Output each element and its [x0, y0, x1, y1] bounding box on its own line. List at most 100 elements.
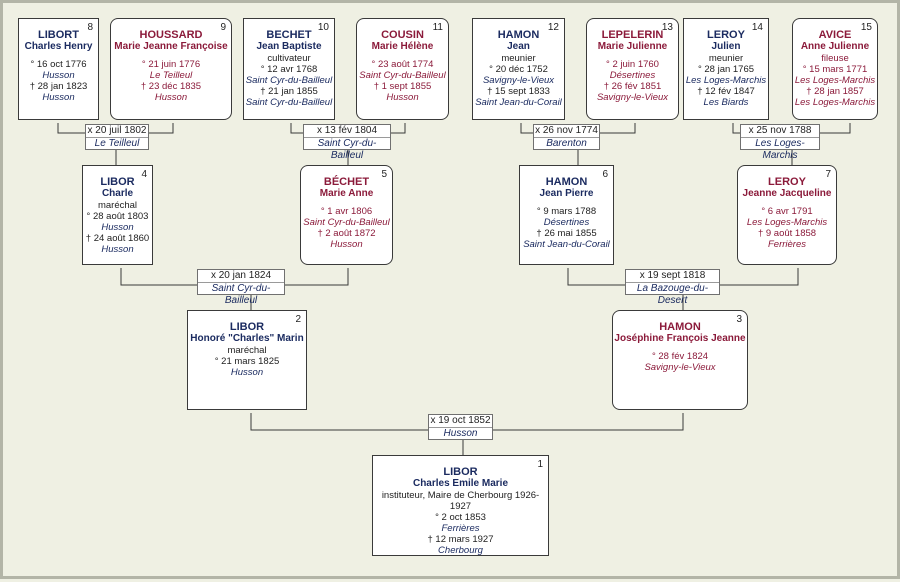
person-card-13[interactable]: 13 LEPELERIN Marie Julienne ° 2 juin 176…: [586, 18, 679, 120]
person-number: 13: [661, 22, 673, 33]
death-place: Saint Jean-du-Corail: [523, 239, 610, 250]
death-place: Husson: [101, 244, 134, 255]
person-surname: LIBOR: [100, 176, 135, 188]
occupation: instituteur, Maire de Cherbourg 1926-192…: [381, 490, 540, 512]
person-number: 15: [860, 22, 872, 33]
birth-place: Saint Cyr-du-Bailleul: [303, 217, 390, 228]
person-given-name: Charles Henry: [24, 41, 93, 52]
marriage-date: x 25 nov 1788: [748, 125, 812, 136]
person-card-15[interactable]: 15 AVICE Anne Julienne fileuse ° 15 mars…: [792, 18, 878, 120]
death-date: † 12 mars 1927: [427, 534, 494, 545]
person-card-4[interactable]: 4 LIBOR Charle maréchal ° 28 août 1803 H…: [82, 165, 153, 265]
death-place: Les Biards: [703, 97, 749, 108]
death-place: Husson: [330, 239, 363, 250]
marriage-place: Les Loges-Marchis: [741, 137, 819, 162]
death-date: † 28 jan 1857: [806, 86, 864, 97]
birth-place: Savigny-le-Vieux: [644, 362, 716, 373]
birth-place: Husson: [42, 70, 75, 81]
birth-date: ° 20 déc 1752: [489, 64, 548, 75]
death-date: † 2 août 1872: [317, 228, 376, 239]
person-given-name: Julien: [711, 41, 741, 52]
person-card-12[interactable]: 12 HAMON Jean meunier ° 20 déc 1752 Savi…: [472, 18, 565, 120]
death-date: † 12 fév 1847: [697, 86, 755, 97]
person-number: 6: [602, 169, 608, 180]
birth-date: ° 28 août 1803: [86, 211, 149, 222]
marriage-date: x 26 nov 1774: [535, 125, 598, 136]
person-card-5[interactable]: 5 BÉCHET Marie Anne ° 1 avr 1806 Saint C…: [300, 165, 393, 265]
person-number: 1: [537, 459, 543, 470]
person-card-14[interactable]: 14 LEROY Julien meunier ° 28 jan 1765 Le…: [683, 18, 769, 120]
marriage-label-4-5-parents: x 20 juil 1802 Le Teilleul: [85, 124, 149, 150]
person-surname: LIBOR: [443, 466, 478, 478]
person-number: 11: [432, 22, 443, 33]
death-place: Husson: [42, 92, 75, 103]
person-card-3[interactable]: 3 HAMON Joséphine François Jeanne ° 28 f…: [612, 310, 748, 410]
birth-date: ° 28 fév 1824: [651, 351, 709, 362]
person-given-name: Jean: [507, 41, 530, 52]
occupation: fileuse: [821, 53, 849, 64]
birth-place: Désertines: [609, 70, 656, 81]
birth-date: ° 2 oct 1853: [435, 512, 486, 523]
death-place: Husson: [154, 92, 188, 103]
person-card-8[interactable]: 8 LIBORT Charles Henry ° 16 oct 1776 Hus…: [18, 18, 99, 120]
birth-place: Savigny-le-Vieux: [482, 75, 555, 86]
person-card-10[interactable]: 10 BECHET Jean Baptiste cultivateur ° 12…: [243, 18, 335, 120]
person-card-11[interactable]: 11 COUSIN Marie Hélène ° 23 août 1774 Sa…: [356, 18, 449, 120]
person-number: 7: [825, 169, 831, 180]
person-card-1[interactable]: 1 LIBOR Charles Emile Marie instituteur,…: [372, 455, 549, 556]
birth-date: ° 21 juin 1776: [141, 59, 201, 70]
death-place: Saint Jean-du-Corail: [475, 97, 562, 108]
death-date: † 21 jan 1855: [260, 86, 318, 97]
marriage-place: Barenton: [534, 137, 599, 150]
marriage-place: La Bazouge-du-Desert: [626, 282, 719, 307]
birth-date: ° 1 avr 1806: [320, 206, 373, 217]
birth-place: Désertines: [543, 217, 590, 228]
death-place: Cherbourg: [438, 545, 483, 556]
person-given-name: Anne Julienne: [800, 41, 870, 52]
birth-date: ° 23 août 1774: [371, 59, 434, 70]
person-surname: HAMON: [659, 321, 701, 333]
birth-place: Saint Cyr-du-Bailleul: [359, 70, 446, 81]
birth-date: ° 9 mars 1788: [536, 206, 597, 217]
person-given-name: Joséphine François Jeanne: [614, 333, 746, 344]
person-surname: HOUSSARD: [139, 29, 203, 41]
person-given-name: Jeanne Jacqueline: [742, 188, 832, 199]
birth-date: ° 15 mars 1771: [802, 64, 868, 75]
person-card-2[interactable]: 2 LIBOR Honoré "Charles" Marin maréchal …: [187, 310, 307, 410]
birth-place: Les Loges-Marchis: [685, 75, 767, 86]
birth-date: ° 21 mars 1825: [214, 356, 280, 367]
birth-date: ° 16 oct 1776: [30, 59, 87, 70]
person-given-name: Honoré "Charles" Marin: [190, 333, 304, 344]
person-card-6[interactable]: 6 HAMON Jean Pierre ° 9 mars 1788 Désert…: [519, 165, 614, 265]
person-surname: COUSIN: [381, 29, 424, 41]
birth-date: ° 12 avr 1768: [260, 64, 318, 75]
death-date: † 26 mai 1855: [536, 228, 597, 239]
person-given-name: Charles Emile Marie: [412, 478, 509, 489]
person-number: 3: [736, 314, 742, 325]
person-surname: BÉCHET: [323, 176, 370, 188]
person-number: 9: [220, 22, 226, 33]
person-card-9[interactable]: 9 HOUSSARD Marie Jeanne Françoise ° 21 j…: [110, 18, 232, 120]
occupation: meunier: [501, 53, 536, 64]
marriage-date: x 20 juil 1802: [87, 125, 147, 136]
death-date: † 28 jan 1823: [29, 81, 88, 92]
death-place: Saint Cyr-du-Bailleul: [245, 97, 333, 108]
person-surname: LIBOR: [229, 321, 265, 333]
marriage-label-6-7: x 19 sept 1818 La Bazouge-du-Desert: [625, 269, 720, 306]
person-surname: LEROY: [707, 29, 745, 41]
marriage-date: x 19 sept 1818: [639, 270, 706, 281]
birth-date: ° 28 jan 1765: [697, 64, 755, 75]
person-surname: LEROY: [768, 176, 806, 188]
marriage-place: Le Teilleul: [86, 137, 148, 150]
death-date: † 26 fév 1851: [603, 81, 662, 92]
marriage-label-14-15: x 25 nov 1788 Les Loges-Marchis: [740, 124, 820, 161]
death-place: Les Loges-Marchis: [794, 97, 876, 108]
birth-date: ° 2 juin 1760: [606, 59, 659, 70]
person-card-7[interactable]: 7 LEROY Jeanne Jacqueline ° 6 avr 1791 L…: [737, 165, 837, 265]
death-date: † 15 sept 1833: [487, 86, 550, 97]
marriage-label-2-3: x 19 oct 1852 Husson: [428, 414, 493, 440]
person-number: 4: [141, 169, 147, 180]
death-place: Ferrières: [767, 239, 806, 250]
person-surname: LIBORT: [38, 29, 79, 41]
person-number: 8: [87, 22, 93, 33]
